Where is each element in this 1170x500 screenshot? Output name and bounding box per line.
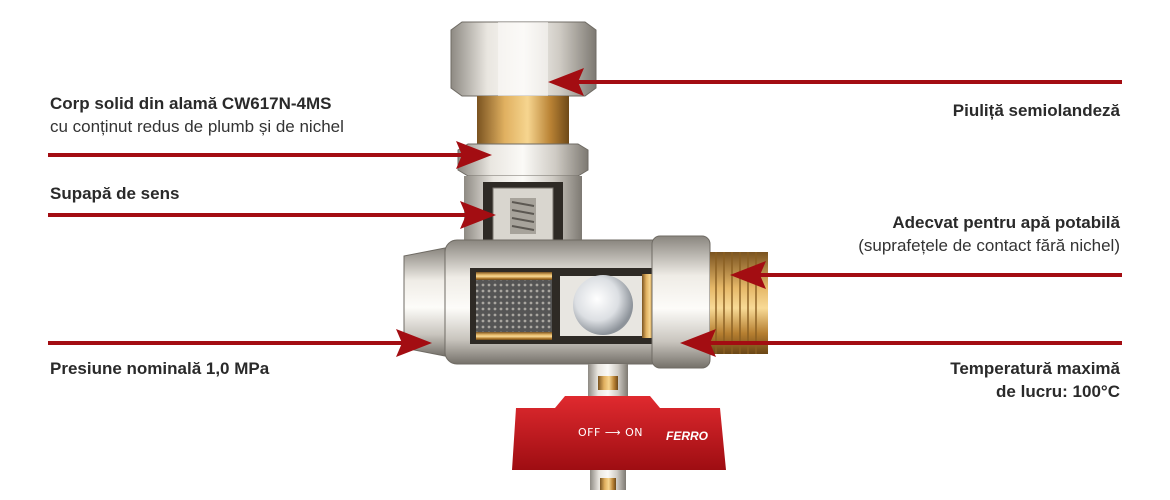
- body-material-subtitle: cu conținut redus de plumb și de nichel: [50, 117, 344, 136]
- off-label: OFF: [578, 426, 601, 439]
- direction-arrow-icon: ⟶: [604, 426, 622, 439]
- nut-callout: Piuliță semiolandeză: [953, 99, 1120, 122]
- temperature-line2: de lucru: 100°C: [996, 382, 1120, 401]
- potable-callout: Adecvat pentru apă potabilă (suprafețele…: [858, 211, 1120, 257]
- check-valve-callout: Supapă de sens: [50, 182, 179, 205]
- handle-direction: OFF ⟶ ON: [578, 426, 643, 439]
- pressure-callout: Presiune nominală 1,0 MPa: [50, 357, 269, 380]
- callout-arrows: [48, 68, 1122, 357]
- check-valve-label: Supapă de sens: [50, 184, 180, 203]
- body-material-title: Corp solid din alamă CW617N-4MS: [50, 94, 332, 113]
- temperature-line1: Temperatură maximă: [950, 359, 1120, 378]
- potable-title: Adecvat pentru apă potabilă: [892, 213, 1120, 232]
- temperature-callout: Temperatură maximă de lucru: 100°C: [950, 357, 1120, 403]
- pressure-label: Presiune nominală 1,0 MPa: [50, 359, 270, 378]
- potable-subtitle: (suprafețele de contact fără nichel): [858, 236, 1120, 255]
- on-label: ON: [625, 426, 643, 439]
- brand-logo: FERRO: [666, 429, 708, 443]
- body-material-callout: Corp solid din alamă CW617N-4MS cu conți…: [50, 92, 344, 138]
- nut-label: Piuliță semiolandeză: [952, 101, 1120, 120]
